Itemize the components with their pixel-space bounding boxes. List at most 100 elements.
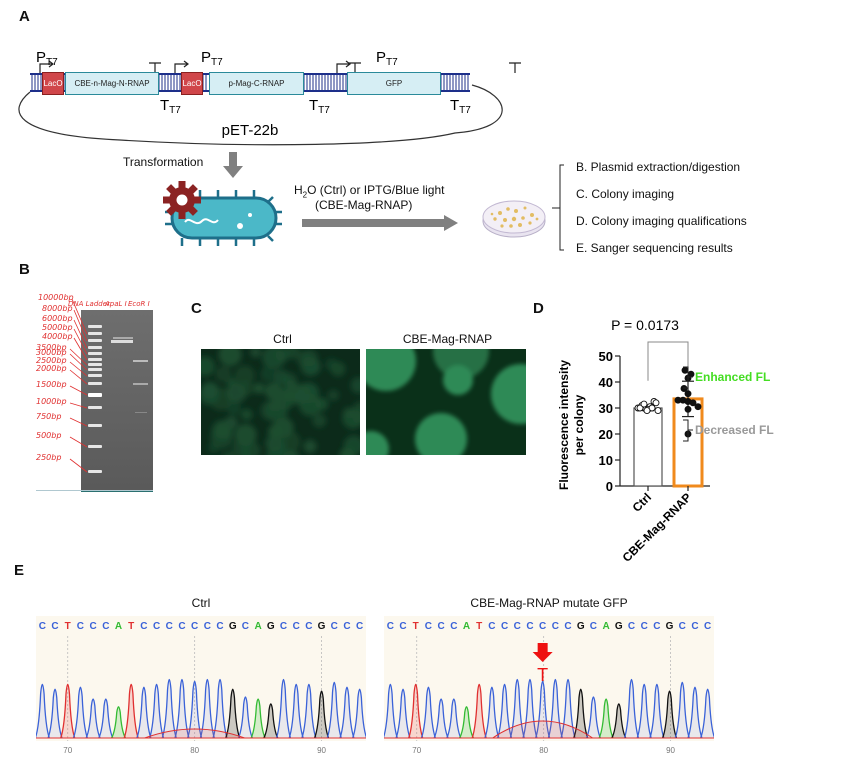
image-title-cbe: CBE-Mag-RNAP	[402, 332, 493, 346]
base-call: G	[318, 621, 326, 632]
base-call: C	[77, 621, 84, 632]
base-call: C	[293, 621, 300, 632]
peak-C	[85, 698, 101, 739]
terminator-icon	[509, 62, 521, 73]
panel-d-letter: D	[533, 300, 544, 317]
dna-helix	[30, 73, 470, 92]
colony	[239, 381, 254, 396]
transformation-label: Transformation	[123, 155, 204, 169]
ladder-pointer-line	[73, 309, 88, 342]
position-tick-label: 90	[317, 746, 326, 755]
ladder-size-label: 6000bp	[42, 314, 73, 323]
ladder-band	[88, 406, 102, 409]
peak-G	[225, 688, 241, 739]
enhanced-bracket	[683, 366, 693, 389]
y-tick-label: 40	[599, 375, 613, 390]
base-call: A	[254, 621, 261, 632]
peak-C	[623, 678, 640, 739]
colony	[298, 382, 319, 404]
colony	[339, 447, 355, 455]
peak-A	[598, 698, 614, 739]
colony	[250, 349, 261, 358]
peak-C	[384, 683, 398, 739]
ladder-pointer-line	[69, 385, 88, 396]
data-point	[654, 407, 662, 415]
y-tick-label: 0	[606, 479, 613, 494]
peak-C	[674, 681, 690, 739]
ladder-band	[88, 374, 102, 377]
ladder-band	[88, 358, 102, 361]
peak-C	[522, 678, 538, 739]
base-call: C	[450, 621, 457, 632]
peak-C	[687, 686, 703, 739]
base-call: C	[501, 621, 508, 632]
decreased-bracket	[683, 419, 693, 442]
colony	[223, 349, 235, 359]
y-tick-label: 20	[599, 427, 613, 442]
ladder-band	[88, 363, 102, 366]
colony	[261, 349, 286, 370]
colony	[234, 423, 257, 446]
mutation-arrow-icon	[532, 643, 553, 662]
base-call: C	[89, 621, 96, 632]
data-point	[640, 400, 648, 408]
peak-C	[446, 698, 462, 739]
peak-C	[433, 698, 449, 739]
base-call: C	[679, 621, 686, 632]
data-point	[694, 403, 702, 411]
ladder-band	[88, 368, 102, 371]
promoter-label: PT7	[201, 49, 223, 68]
ctrl-colonies	[201, 349, 360, 455]
colony	[330, 361, 346, 377]
ladder-size-label: 1000bp	[36, 397, 67, 406]
terminator-label: TT7	[309, 97, 330, 116]
promoter-arrow-icon	[336, 60, 351, 73]
peak-C	[560, 678, 576, 739]
peak-T	[123, 683, 139, 739]
gel-lane-label: DNA Ladder	[68, 300, 110, 308]
position-tick-label: 70	[63, 746, 72, 755]
base-call: C	[140, 621, 147, 632]
base-call: C	[166, 621, 173, 632]
trace-title: Ctrl	[191, 596, 211, 610]
base-call: A	[115, 621, 122, 632]
terminator-label: TT7	[450, 97, 471, 116]
base-call: C	[191, 621, 198, 632]
ladder-pointer-line	[73, 328, 88, 355]
colony	[352, 409, 360, 425]
base-call: G	[577, 621, 585, 632]
base-call: C	[653, 621, 660, 632]
colony	[272, 417, 294, 439]
ladder-band	[88, 382, 102, 385]
ladder-size-label: 3000bp	[36, 348, 67, 357]
peak-G	[263, 703, 279, 739]
apali-band	[113, 337, 133, 339]
ladder-band	[88, 470, 102, 473]
apali-band	[111, 340, 133, 343]
peak-C	[339, 686, 355, 739]
base-call: C	[514, 621, 521, 632]
ladder-pointer-line	[73, 319, 88, 349]
position-tick-label: 90	[666, 746, 675, 755]
data-point	[684, 390, 692, 398]
colony	[215, 365, 232, 383]
base-call: C	[39, 621, 46, 632]
ladder-pointer-line	[71, 298, 88, 335]
ladder-size-label: 1500bp	[36, 380, 67, 389]
base-call: G	[666, 621, 674, 632]
base-call: C	[564, 621, 571, 632]
ladder-band	[88, 325, 102, 328]
base-call: C	[590, 621, 597, 632]
base-call: T	[476, 621, 482, 632]
secondary-t-peak	[492, 720, 593, 739]
ladder-pointer-line	[69, 361, 88, 377]
enhanced-fl-label: Enhanced FL	[695, 370, 770, 384]
cbe-colonies	[366, 349, 526, 455]
peak-C	[199, 678, 215, 739]
fluorescence-bar-chart: P = 0.0173 Fluorescence intensity per co…	[557, 317, 774, 565]
colony-image-ctrl	[201, 349, 360, 455]
x-tick-label: CBE-Mag-RNAP	[620, 490, 694, 564]
ecori-band	[133, 383, 148, 385]
colony	[208, 442, 220, 454]
promoter-label: PT7	[376, 49, 398, 68]
